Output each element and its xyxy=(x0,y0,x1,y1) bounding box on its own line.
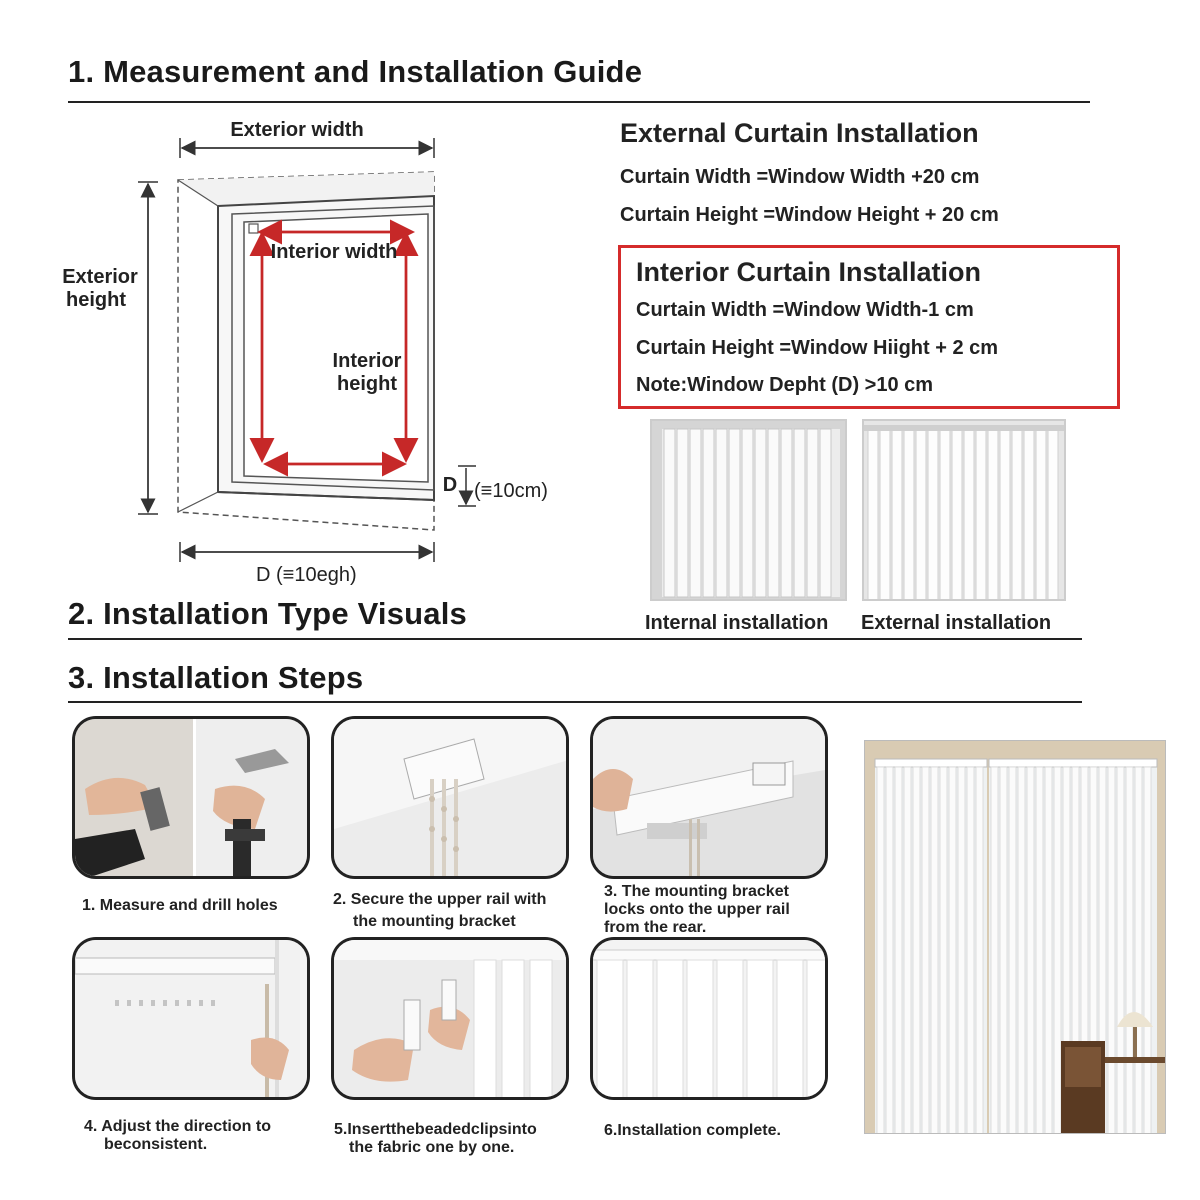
step-4-caption-line-1: 4. Adjust the direction to xyxy=(84,1118,271,1135)
interior-width-label: Interior width xyxy=(270,241,398,263)
internal-installation-photo xyxy=(650,419,847,601)
interior-width-formula: Curtain Width =Window Width-1 cm xyxy=(636,299,974,321)
guide-title-rule xyxy=(68,101,1090,103)
bracket-lock-graphic xyxy=(593,719,825,876)
upper-rail-bracket-graphic xyxy=(334,719,566,876)
step-6-caption-line-1: 6.Installation complete. xyxy=(604,1122,781,1139)
step-3-caption: 3. The mounting bracket locks onto the u… xyxy=(604,883,790,937)
interior-height-label-1: Interior xyxy=(332,350,402,372)
visuals-title-rule xyxy=(68,638,1082,640)
step-2-caption-line-1: 2. Secure the upper rail with xyxy=(333,891,547,908)
exterior-height-label-2: height xyxy=(66,289,126,311)
insert-clips-graphic xyxy=(334,940,566,1097)
step-2-caption: 2. Secure the upper rail with the mounti… xyxy=(333,890,546,931)
exterior-height-label-1: Exterior xyxy=(62,266,138,288)
bottom-depth-label: D (≡10egh) xyxy=(256,564,357,586)
step-3-caption-line-1: 3. The mounting bracket xyxy=(604,883,789,900)
step-2-caption-line-2: the mounting bracket xyxy=(353,913,516,930)
step-2-photo xyxy=(331,716,569,879)
adjust-direction-graphic xyxy=(75,940,307,1097)
step-5-caption-line-2: the fabric one by one. xyxy=(349,1139,515,1156)
interior-install-title: Interior Curtain Installation xyxy=(636,257,982,287)
step-4-caption-line-2: beconsistent. xyxy=(104,1136,208,1153)
steps-title-rule xyxy=(68,701,1082,703)
depth-letter: D xyxy=(442,474,458,496)
external-blinds-graphic xyxy=(864,421,1064,599)
room-photo xyxy=(864,740,1166,1134)
internal-blinds-graphic xyxy=(652,421,845,599)
exterior-width-label: Exterior width xyxy=(230,119,364,141)
step-4-photo xyxy=(72,937,310,1100)
depth-value: (≡10cm) xyxy=(474,480,548,502)
step-3-caption-line-3: from the rear. xyxy=(604,919,707,936)
interior-depth-note: Note:Window Depht (D) >10 cm xyxy=(636,374,934,396)
step-3-photo xyxy=(590,716,828,879)
drill-holes-graphic xyxy=(75,719,307,876)
external-height-formula: Curtain Height =Window Height + 20 cm xyxy=(620,204,999,226)
step-6-photo xyxy=(590,937,828,1100)
interior-height-label-2: height xyxy=(337,373,397,395)
step-1-caption: 1. Measure and drill holes xyxy=(82,896,278,915)
step-3-caption-line-2: locks onto the upper rail xyxy=(604,901,790,918)
internal-installation-caption: Internal installation xyxy=(645,612,829,634)
external-installation-caption: External installation xyxy=(861,612,1052,634)
step-1-caption-line-1: 1. Measure and drill holes xyxy=(82,897,278,914)
step-5-caption: 5.Insertthebeadedclipsinto the fabric on… xyxy=(334,1121,537,1157)
step-5-photo xyxy=(331,937,569,1100)
room-blinds-graphic xyxy=(865,741,1165,1133)
external-width-formula: Curtain Width =Window Width +20 cm xyxy=(620,166,980,188)
external-installation-photo xyxy=(862,419,1066,601)
step-5-caption-line-1: 5.Insertthebeadedclipsinto xyxy=(334,1121,537,1138)
interior-height-formula: Curtain Height =Window Hiight + 2 cm xyxy=(636,337,999,359)
step-1-photo xyxy=(72,716,310,879)
step-4-caption: 4. Adjust the direction to beconsistent. xyxy=(84,1118,271,1154)
window-measurement-diagram xyxy=(138,138,476,562)
interior-install-box xyxy=(618,245,1120,409)
step-6-caption: 6.Installation complete. xyxy=(604,1121,781,1140)
external-install-title: External Curtain Installation xyxy=(620,118,979,148)
visuals-title: 2. Installation Type Visuals xyxy=(68,596,467,631)
guide-title: 1. Measurement and Installation Guide xyxy=(68,54,643,89)
installation-complete-graphic xyxy=(593,940,825,1097)
steps-title: 3. Installation Steps xyxy=(68,660,364,695)
